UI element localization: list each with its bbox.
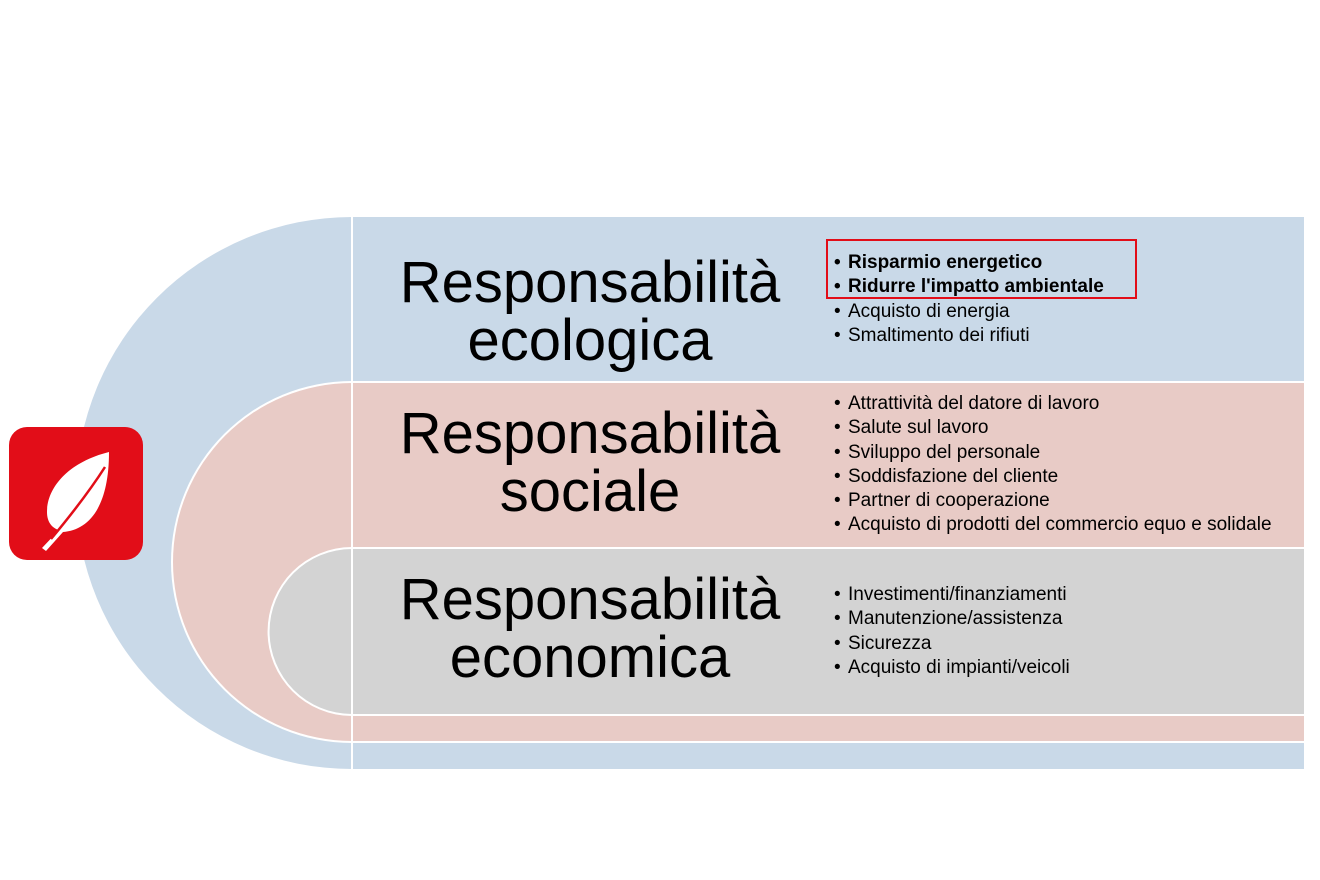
title-line: Responsabilità	[399, 401, 781, 466]
list-item: Partner di cooperazione	[834, 489, 1272, 513]
list-item: Salute sul lavoro	[834, 416, 1272, 440]
list-item: Smaltimento dei rifiuti	[834, 324, 1104, 348]
list-item: Soddisfazione del cliente	[834, 465, 1272, 489]
ecological-title: Responsabilità ecologica	[355, 254, 825, 370]
leaf-icon	[42, 452, 109, 551]
economic-list: Investimenti/finanziamenti Manutenzione/…	[834, 583, 1070, 680]
list-item: Attrattività del datore di lavoro	[834, 392, 1272, 416]
highlight-box	[826, 239, 1137, 299]
list-item: Risparmio energetico	[834, 251, 1104, 275]
leaf-logo	[9, 427, 143, 560]
social-list: Attrattività del datore di lavoro Salute…	[834, 392, 1272, 538]
economic-title: Responsabilità economica	[355, 571, 825, 687]
vertical-divider	[351, 217, 353, 769]
list-item: Sviluppo del personale	[834, 441, 1272, 465]
title-line: sociale	[499, 459, 681, 524]
ecological-list: Risparmio energetico Ridurre l'impatto a…	[834, 251, 1104, 348]
title-line: ecologica	[467, 308, 713, 373]
list-item: Manutenzione/assistenza	[834, 607, 1070, 631]
list-item: Ridurre l'impatto ambientale	[834, 275, 1104, 299]
list-item: Acquisto di prodotti del commercio equo …	[834, 513, 1272, 537]
list-item: Sicurezza	[834, 632, 1070, 656]
list-item: Acquisto di energia	[834, 300, 1104, 324]
list-item: Acquisto di impianti/veicoli	[834, 656, 1070, 680]
title-line: Responsabilità	[399, 250, 781, 315]
title-line: Responsabilità	[399, 567, 781, 632]
title-line: economica	[449, 625, 731, 690]
list-item: Investimenti/finanziamenti	[834, 583, 1070, 607]
social-title: Responsabilità sociale	[355, 405, 825, 521]
